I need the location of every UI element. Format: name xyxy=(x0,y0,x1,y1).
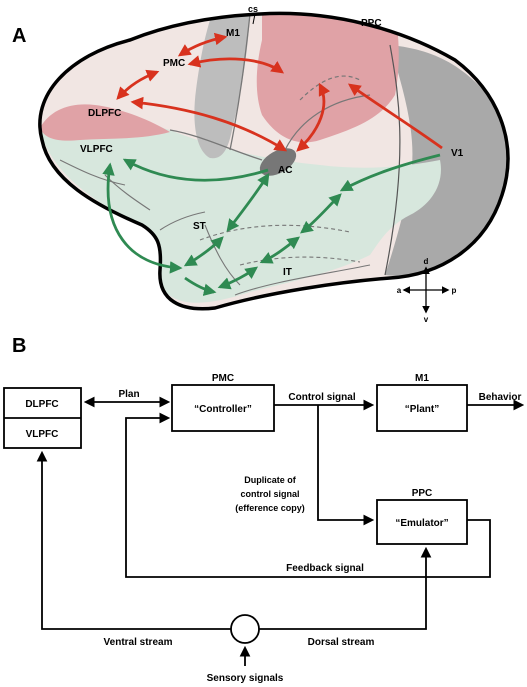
panel-a-letter: A xyxy=(12,25,26,47)
label-ac: AC xyxy=(278,165,292,176)
box-dlpfc-label: DLPFC xyxy=(25,399,58,410)
label-m1: M1 xyxy=(226,28,240,39)
arrow-dlpfc-pmc xyxy=(116,69,160,100)
arrow-pmc-ppc xyxy=(187,55,285,74)
compass-dorsal: d xyxy=(424,257,429,266)
sensory-signals-label: Sensory signals xyxy=(207,673,284,684)
sensory-node xyxy=(230,614,260,644)
label-pmc: PMC xyxy=(163,58,185,69)
dorsal-stream-label: Dorsal stream xyxy=(308,637,375,648)
arrow-dlpfc-ac xyxy=(130,96,288,152)
emulator-label: “Emulator” xyxy=(395,518,448,529)
arrow-pmc-m1 xyxy=(177,32,228,57)
label-it: IT xyxy=(283,267,292,278)
label-st: ST xyxy=(193,221,206,232)
controller-box xyxy=(171,384,275,432)
plant-box xyxy=(376,384,468,432)
block-diagram-connectors xyxy=(36,396,525,666)
label-dlpfc: DLPFC xyxy=(88,108,121,119)
occipital-region xyxy=(385,45,508,277)
controller-title: PMC xyxy=(212,373,234,384)
ventral-stream-label: Ventral stream xyxy=(104,637,173,648)
compass-anterior: a xyxy=(397,286,402,295)
dorsal-pathway-arrows xyxy=(116,32,443,152)
ventral-pathway-arrows xyxy=(102,153,441,296)
feedback-signal-arrow xyxy=(125,412,491,578)
emulator-box xyxy=(376,499,468,545)
label-cs: cs xyxy=(248,4,258,14)
panel-b-letter: B xyxy=(12,335,26,357)
plant-title: M1 xyxy=(415,373,429,384)
emulator-title: PPC xyxy=(412,488,433,499)
ppc-region xyxy=(256,13,399,143)
ac-region xyxy=(259,148,297,176)
dorsal-stream-arrow xyxy=(259,546,432,630)
feedback-label: Feedback signal xyxy=(286,563,364,574)
brain-lateral-view xyxy=(39,13,508,309)
arrow-ppc-ac xyxy=(296,82,331,152)
efference-line-3: (efference copy) xyxy=(235,503,305,513)
arrow-v1-ppc xyxy=(347,83,443,150)
behavior-label: Behavior xyxy=(479,392,522,403)
plant-label: “Plant” xyxy=(405,404,439,415)
plan-label: Plan xyxy=(118,389,139,400)
arrow-vlpfc-temporal xyxy=(102,162,183,274)
label-vlpfc: VLPFC xyxy=(80,144,113,155)
ventral-stream-arrow xyxy=(36,450,231,630)
efference-line-2: control signal xyxy=(240,489,299,499)
compass-posterior: p xyxy=(452,286,457,295)
label-ppc: PPC xyxy=(361,18,382,29)
efference-copy-arrow xyxy=(317,405,375,526)
controller-label: “Controller” xyxy=(194,404,252,415)
compass-ventral: v xyxy=(424,315,429,324)
box-vlpfc-label: VLPFC xyxy=(26,429,59,440)
efference-line-1: Duplicate of xyxy=(244,475,297,485)
orientation-compass xyxy=(402,266,450,314)
arrow-v1-temporal xyxy=(339,153,441,192)
control-signal-label: Control signal xyxy=(288,392,355,403)
label-v1: V1 xyxy=(451,148,464,159)
